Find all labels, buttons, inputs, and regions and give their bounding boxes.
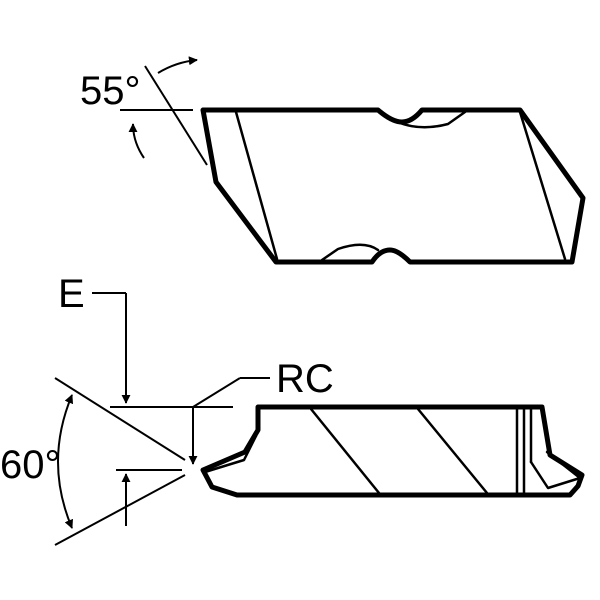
insert-top-view — [200, 107, 586, 265]
insert-top-inner-edge-left — [234, 110, 279, 261]
angle-60-annotation — [54, 377, 186, 546]
insert-top-notch-upper — [398, 110, 467, 129]
angle-55-extension-line — [144, 65, 208, 166]
insert-side-diagonal-1 — [309, 407, 381, 495]
insert-side-tip-detail — [529, 450, 582, 490]
angle-55-label: 55° — [80, 69, 141, 113]
insert-top-inner-edge-right — [518, 110, 567, 261]
angle-55-arc-lower — [128, 123, 145, 159]
angle-60-arc — [57, 394, 74, 529]
dimension-rc-label: RC — [276, 357, 334, 401]
insert-side-outline — [200, 404, 585, 498]
insert-top-outline — [200, 107, 586, 265]
angle-55-annotation — [120, 56, 208, 166]
angle-60-label: 60° — [0, 443, 61, 487]
insert-side-view — [200, 404, 585, 498]
dimension-rc-leader-diag — [192, 377, 241, 408]
angle-60-line-lower — [54, 474, 186, 546]
angle-55-arc-upper — [157, 56, 198, 74]
insert-side-diagonal-2 — [416, 407, 489, 495]
insert-top-notch-lower — [320, 243, 380, 262]
dimension-e-annotation — [92, 292, 233, 526]
angle-60-line-upper — [54, 377, 186, 461]
dimension-e-label: E — [58, 272, 85, 316]
insert-side-inner-left — [203, 434, 258, 474]
dimension-rc-annotation — [188, 377, 270, 465]
